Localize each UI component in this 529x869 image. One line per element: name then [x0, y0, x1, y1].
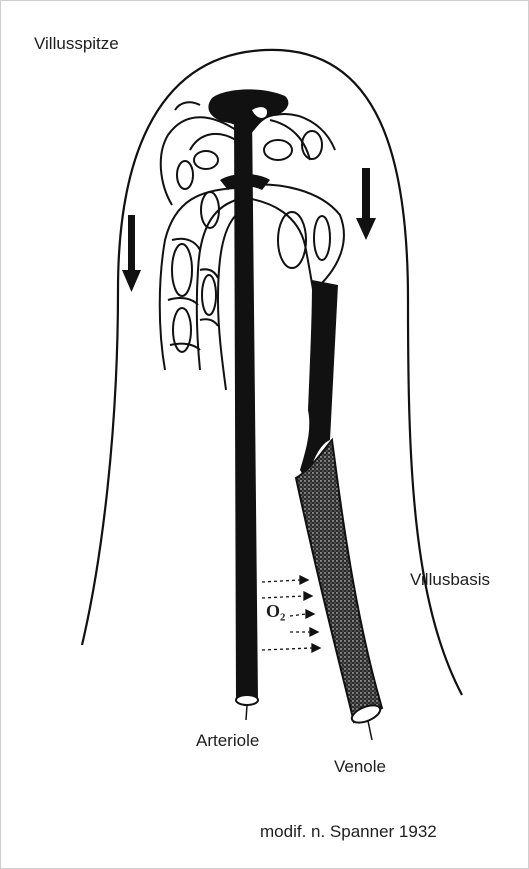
villus-tip-label: Villusspitze: [34, 34, 119, 54]
o2-label: O₂: [266, 601, 285, 622]
arteriole-opening: [236, 695, 258, 705]
down-arrow-right: [356, 168, 376, 240]
venole-leader: [368, 721, 372, 740]
capillary-network-right: [246, 114, 344, 300]
down-arrow-left: [122, 215, 141, 292]
villus-base-label: Villusbasis: [410, 570, 490, 590]
venole-label: Venole: [334, 757, 386, 777]
villus-outline: [82, 50, 462, 695]
credit-label: modif. n. Spanner 1932: [260, 822, 437, 842]
arteriole-leader: [246, 705, 247, 720]
capillary-network: [160, 102, 236, 390]
venole-lower: [296, 440, 382, 722]
arteriole-label: Arteriole: [196, 731, 259, 751]
